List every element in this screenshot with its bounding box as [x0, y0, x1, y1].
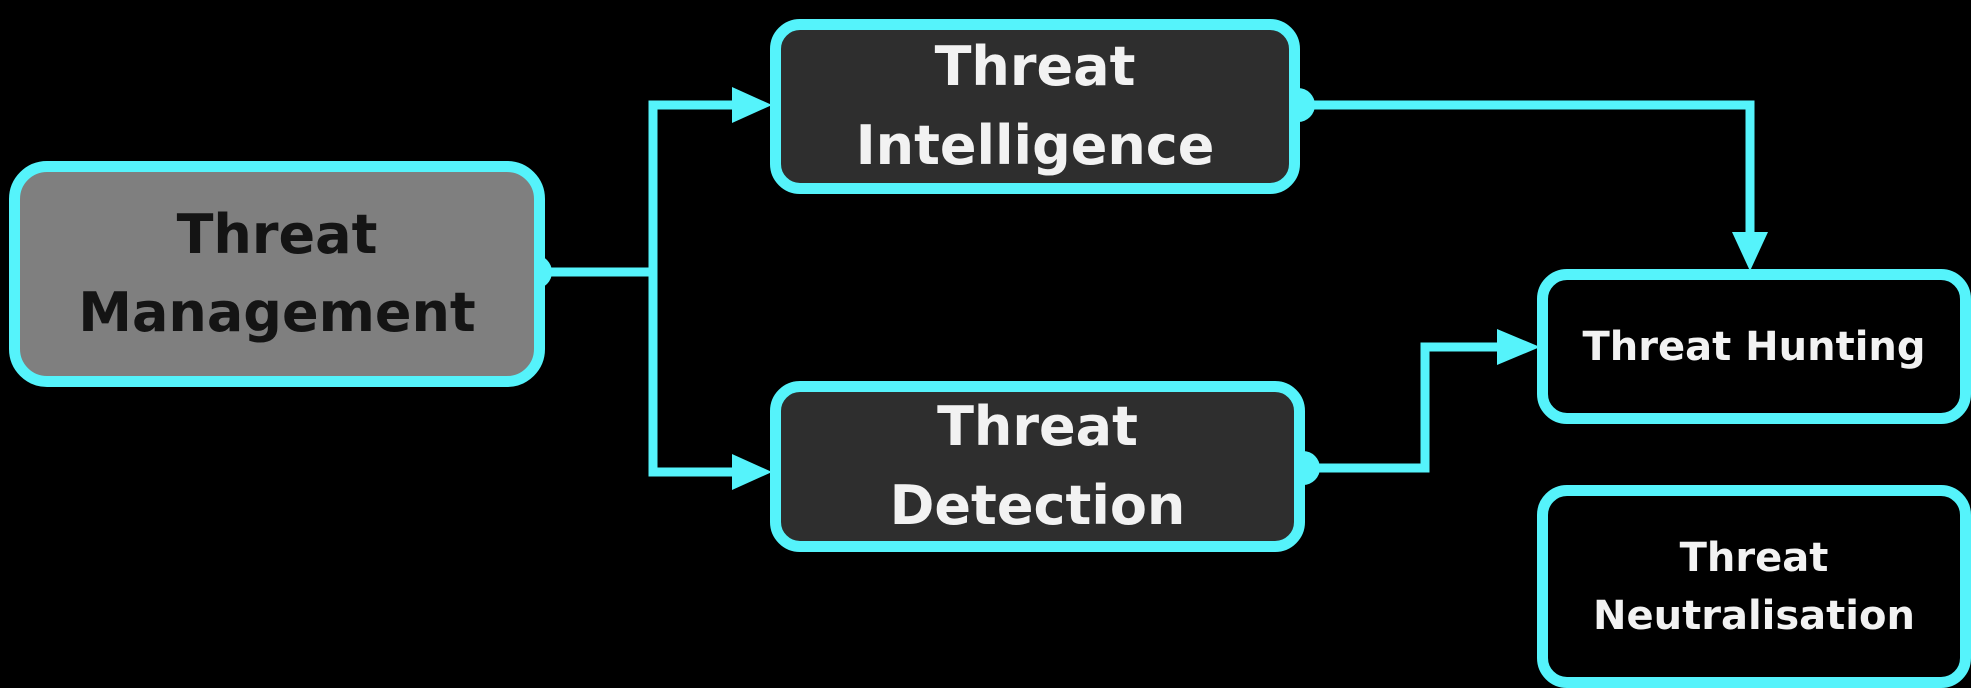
node-threat-hunting: Threat Hunting	[1537, 269, 1971, 424]
edge-intelligence-to-hunting	[1298, 100, 1755, 233]
node-threat-detection: Threat Detection	[770, 381, 1305, 552]
node-threat-neutralisation: Threat Neutralisation	[1537, 485, 1971, 688]
arrowhead-detection	[732, 454, 772, 490]
arrowhead-hunting-top	[1732, 232, 1768, 271]
edge-management-to-detection	[648, 272, 735, 477]
node-threat-intelligence: Threat Intelligence	[770, 19, 1300, 194]
edge-management-to-intelligence	[648, 100, 735, 272]
edge-detection-to-hunting	[1303, 342, 1500, 473]
node-threat-detection-label: Threat Detection	[889, 395, 1186, 537]
node-threat-intelligence-label: Threat Intelligence	[855, 35, 1215, 177]
arrowhead-intelligence	[732, 87, 772, 123]
node-threat-hunting-label: Threat Hunting	[1582, 323, 1926, 370]
node-threat-neutralisation-label: Threat Neutralisation	[1593, 534, 1915, 639]
node-threat-management: Threat Management	[9, 161, 545, 387]
node-threat-management-label: Threat Management	[78, 202, 476, 344]
arrowhead-hunting-left	[1497, 329, 1540, 365]
